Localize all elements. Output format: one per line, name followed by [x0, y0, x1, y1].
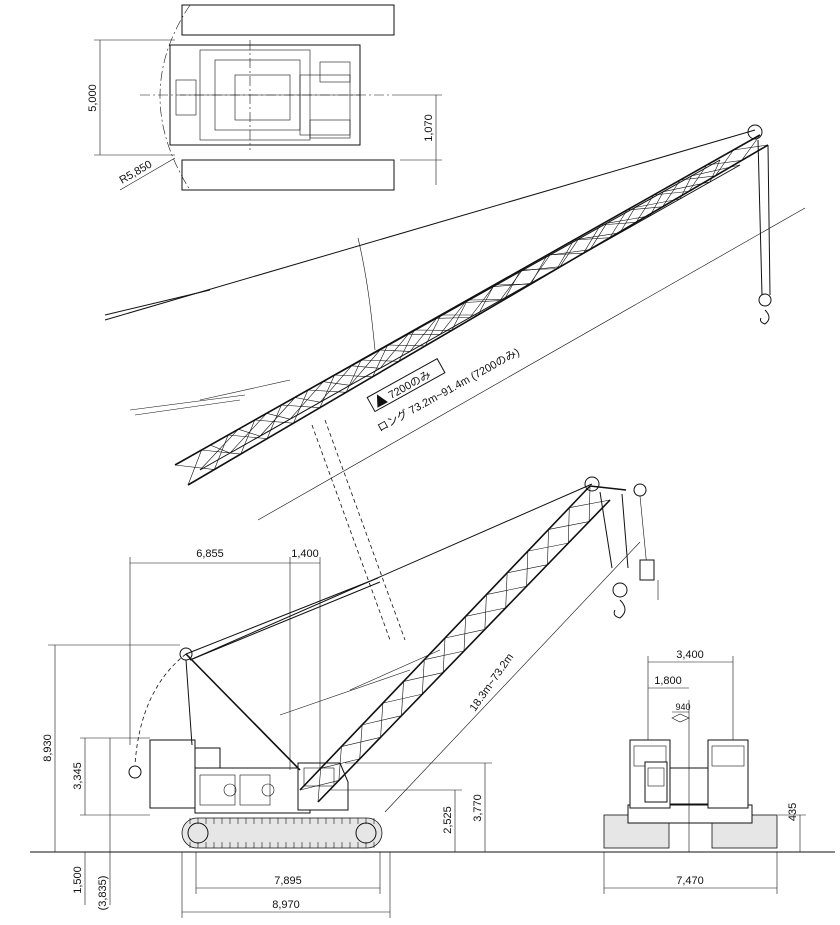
dim-mast-height: 8,930 [42, 734, 54, 762]
dim-counterweight-reach: 6,855 [196, 548, 224, 560]
swing-radius-arc [159, 4, 191, 191]
side-crawler [181, 817, 383, 849]
long-boom-lattice [174, 134, 769, 486]
top-track-upper [181, 4, 395, 36]
top-track-lower [181, 159, 395, 191]
boom-tip-sheave [584, 476, 600, 492]
upper-body [194, 767, 311, 814]
dim-mast-offset: 1,400 [291, 548, 319, 560]
main-hook-block [612, 582, 628, 598]
dim-rear-cab-width: 940 [675, 702, 690, 712]
dim-track-base-height: (3,835) [97, 876, 109, 911]
rear-view: 3,400 1,800 940 435 7,470 [603, 649, 806, 894]
dim-boom-range: 18.3m~73.2m [468, 651, 517, 713]
long-boom-view: 7200のみ ロング 73.2m~91.4m (7200のみ) [104, 124, 806, 521]
dim-counterweight-height: 3,345 [72, 762, 84, 790]
dim-rear-inner-width: 1,800 [654, 675, 682, 687]
top-view: 5,000 1,070 R5,850 [87, 4, 442, 191]
counterweight [149, 739, 196, 809]
track-shoes [189, 818, 375, 848]
dim-ground-clearance: 1,500 [72, 866, 84, 894]
gantry-sheave [179, 647, 193, 661]
dim-rear-outer-width: 3,400 [676, 649, 704, 661]
dim-track-tumbler-length: 7,895 [274, 875, 302, 887]
dim-cab-height: 3,770 [472, 794, 484, 822]
long-boom-tip-sheave [747, 124, 763, 140]
rear-counterweight-right [707, 739, 749, 809]
side-view: 6,855 1,400 8,930 3,345 1,500 (3,835) 2,… [30, 476, 835, 918]
dim-pivot-height: 2,525 [442, 806, 454, 834]
dim-track-overall-length: 8,970 [272, 899, 300, 911]
short-boom-lattice [299, 485, 611, 803]
dim-rear-track-width: 7,470 [676, 875, 704, 887]
rear-cab [644, 761, 668, 803]
dim-swing-radius: R5,850 [118, 158, 155, 186]
warning-icon [376, 394, 388, 408]
operator-cab [297, 762, 349, 811]
dim-top-width: 5,000 [87, 84, 99, 112]
long-hook-block [758, 293, 772, 307]
dim-top-offset: 1,070 [423, 114, 435, 142]
dim-rear-shoe-height: 435 [787, 803, 799, 821]
